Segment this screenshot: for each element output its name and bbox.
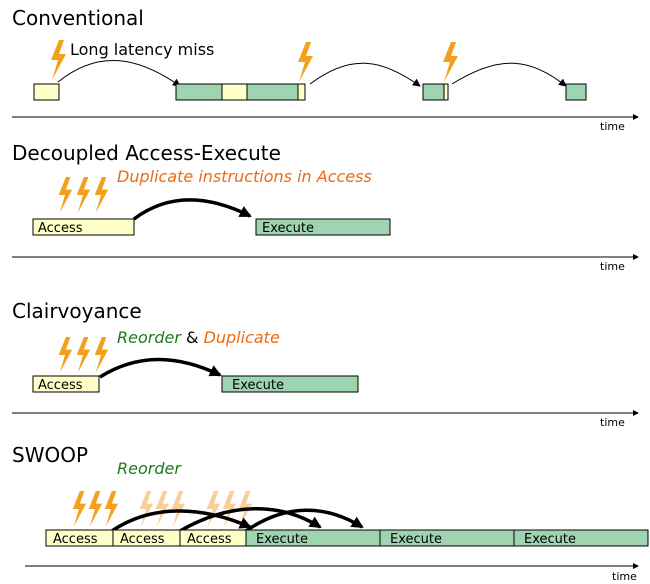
lightning-bolt-faded-icon — [171, 491, 186, 527]
execute-block — [175, 83, 223, 101]
access-block — [297, 83, 306, 101]
time-label: time — [600, 120, 625, 133]
lightning-bolt-faded-icon — [155, 491, 170, 527]
reorder-arrow — [245, 508, 364, 533]
duplicate-text: Duplicate — [204, 328, 280, 347]
reorder-arrow — [111, 509, 252, 533]
execute-block — [255, 218, 391, 236]
decouple-arrow — [132, 198, 252, 221]
time-label: time — [600, 260, 625, 273]
lightning-bolt-icon — [58, 337, 73, 373]
execute-block — [246, 83, 299, 101]
clairvoyance-annotation: Reorder & Duplicate — [117, 328, 280, 347]
access-block — [443, 83, 449, 101]
lightning-bolt-icon — [88, 491, 103, 527]
miss-arrow — [57, 59, 181, 87]
access-label: Access — [53, 532, 98, 547]
swoop-annotation: Reorder — [117, 459, 182, 478]
access-block — [32, 218, 135, 236]
access-label: Access — [38, 221, 83, 236]
lightning-bolt-icon — [443, 42, 458, 82]
swoop-title: SWOOP — [12, 443, 88, 467]
lightning-bolt-faded-icon — [206, 491, 221, 527]
access-block — [32, 375, 100, 393]
access-label: Access — [120, 532, 165, 547]
execute-block — [513, 529, 649, 547]
miss-arrow — [309, 62, 421, 87]
reorder-arrow — [179, 507, 322, 533]
execute-block — [422, 83, 445, 101]
lightning-bolt-faded-icon — [139, 491, 154, 527]
reorder-arrow — [99, 357, 222, 379]
execute-label: Execute — [262, 221, 314, 236]
lightning-bolt-icon — [298, 42, 313, 82]
time-label: time — [600, 416, 625, 429]
conventional-annotation: Long latency miss — [70, 40, 214, 59]
dae-annotation: Duplicate instructions in Access — [117, 167, 372, 186]
execute-label: Execute — [524, 532, 576, 547]
lightning-bolt-icon — [51, 40, 66, 80]
time-label: time — [612, 570, 637, 583]
lightning-bolt-icon — [104, 491, 119, 527]
execute-block — [221, 375, 359, 393]
execute-block — [565, 83, 587, 101]
lightning-bolt-icon — [76, 337, 91, 373]
lightning-bolt-icon — [72, 491, 87, 527]
execute-label: Execute — [232, 378, 284, 393]
swoop-section: SWOOP Reorder Access Access Access Execu… — [12, 443, 649, 583]
miss-arrow — [451, 62, 567, 87]
lightning-bolt-icon — [94, 337, 109, 373]
ampersand-text: & — [181, 328, 204, 347]
clairvoyance-title: Clairvoyance — [12, 299, 142, 323]
dae-title: Decoupled Access-Execute — [12, 141, 281, 165]
lightning-bolt-icon — [76, 177, 91, 213]
lightning-bolt-icon — [94, 177, 109, 213]
execute-label: Execute — [390, 532, 442, 547]
reorder-text: Reorder — [117, 328, 182, 347]
execute-label: Execute — [256, 532, 308, 547]
access-label: Access — [187, 532, 232, 547]
dae-section: Decoupled Access-Execute Duplicate instr… — [12, 141, 639, 273]
access-block — [33, 83, 60, 101]
conventional-section: Conventional Long latency miss time — [12, 6, 639, 133]
lightning-bolt-icon — [58, 177, 73, 213]
access-label: Access — [38, 378, 83, 393]
conventional-title: Conventional — [12, 6, 144, 30]
access-block — [221, 83, 248, 101]
clairvoyance-section: Clairvoyance Reorder & Duplicate Access … — [12, 299, 639, 429]
